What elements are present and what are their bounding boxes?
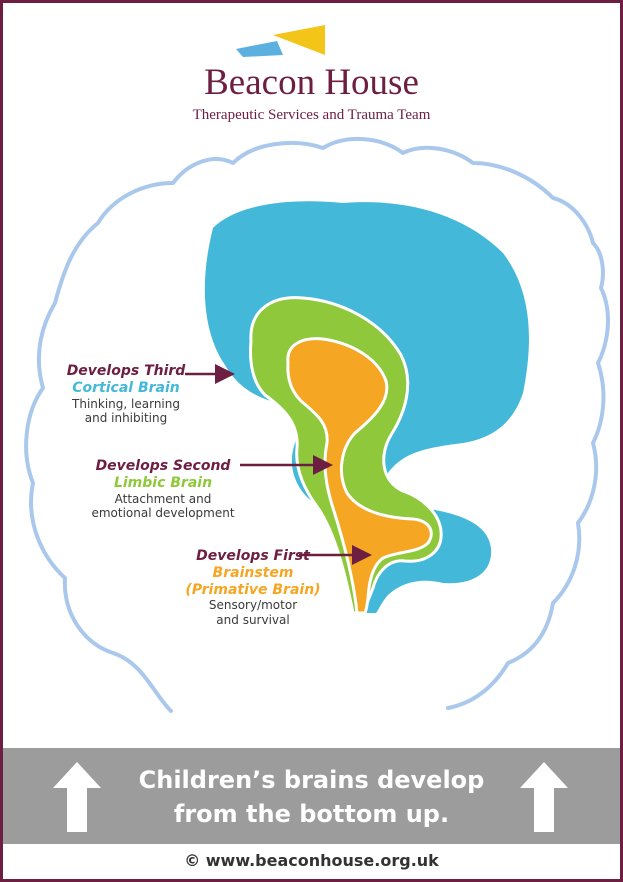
stage-second-label: Develops Second Limbic Brain Attachment … (73, 458, 253, 520)
banner-line-2: from the bottom up. (173, 799, 450, 828)
stage-third-order: Develops Third (66, 363, 186, 379)
stage-first-order: Develops First (196, 548, 310, 564)
banner-message: Children’s brains develop from the botto… (113, 764, 510, 831)
brand-subtitle: Therapeutic Services and Trauma Team (192, 107, 431, 123)
limbic-desc-line2: emotional development (91, 505, 235, 520)
up-arrow-icon (53, 762, 101, 832)
cortical-desc-line1: Thinking, learning (72, 396, 180, 411)
brainstem-subtitle: (Primative Brain) (185, 581, 321, 598)
bottom-up-banner: Children’s brains develop from the botto… (3, 748, 620, 844)
stage-first-label: Develops First Brainstem (Primative Brai… (163, 548, 343, 627)
brainstem-title: Brainstem (212, 564, 294, 581)
brain-diagram (24, 136, 610, 713)
limbic-desc-line1: Attachment and (114, 491, 212, 506)
brainstem-desc-line2: and survival (216, 612, 290, 627)
beacon-logo-icon (236, 25, 325, 57)
head-outline (24, 136, 610, 713)
stage-second-order: Develops Second (95, 458, 231, 474)
copyright-icon: © (184, 851, 201, 870)
up-arrow-icon (520, 762, 568, 832)
website-link[interactable]: www.beaconhouse.org.uk (205, 851, 439, 870)
cortical-desc-line2: and inhibiting (84, 410, 168, 425)
cortical-brain-title: Cortical Brain (72, 379, 180, 396)
limbic-brain-title: Limbic Brain (113, 474, 213, 491)
banner-line-1: Children’s brains develop (138, 766, 485, 794)
brainstem-desc-line1: Sensory/motor (208, 598, 298, 613)
stage-third-label: Develops Third Cortical Brain Thinking, … (51, 363, 201, 425)
brand-name: Beacon House (204, 62, 419, 103)
footer: © www.beaconhouse.org.uk (3, 851, 620, 870)
